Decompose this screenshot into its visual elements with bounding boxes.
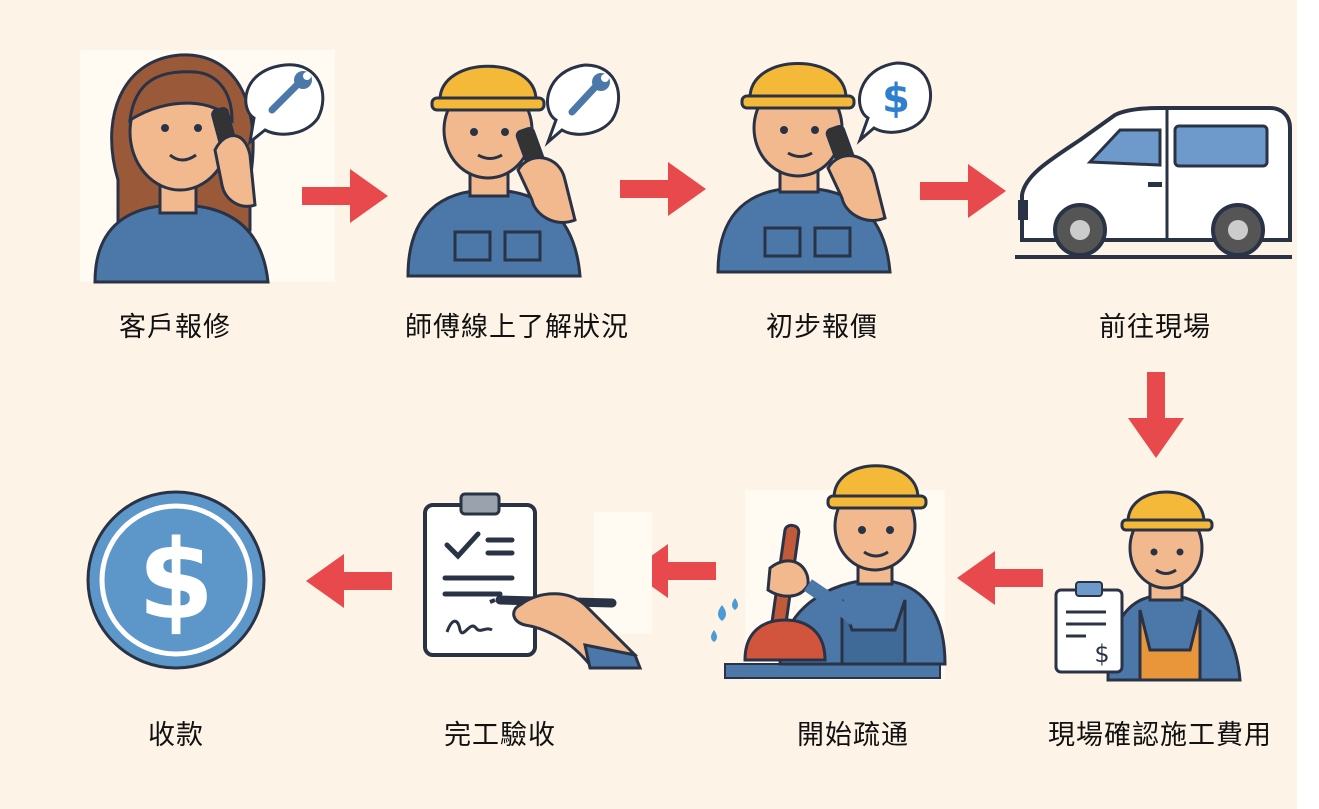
step-7-label: 完工驗收 — [444, 720, 556, 751]
arrow-right-icon — [920, 164, 1006, 218]
arrow-right-icon — [302, 169, 388, 223]
step-1-label: 客戶報修 — [119, 312, 231, 343]
right-edge-strip — [1297, 0, 1319, 809]
svg-text:$: $ — [1094, 640, 1109, 668]
svg-text:$: $ — [882, 76, 910, 122]
arrow-left-icon — [306, 554, 392, 608]
arrow-right-icon — [620, 162, 706, 216]
step-8-label: 收款 — [148, 720, 204, 751]
step-3-label: 初步報價 — [766, 312, 878, 343]
arrow-down-icon — [1128, 372, 1184, 458]
svg-text:$: $ — [138, 516, 215, 644]
step-4-label: 前往現場 — [1099, 312, 1211, 343]
step-2-label: 師傅線上了解狀況 — [405, 312, 629, 343]
step-6-label: 開始疏通 — [797, 720, 909, 751]
step-5-label: 現場確認施工費用 — [1048, 720, 1272, 751]
arrow-left-icon — [957, 551, 1043, 605]
